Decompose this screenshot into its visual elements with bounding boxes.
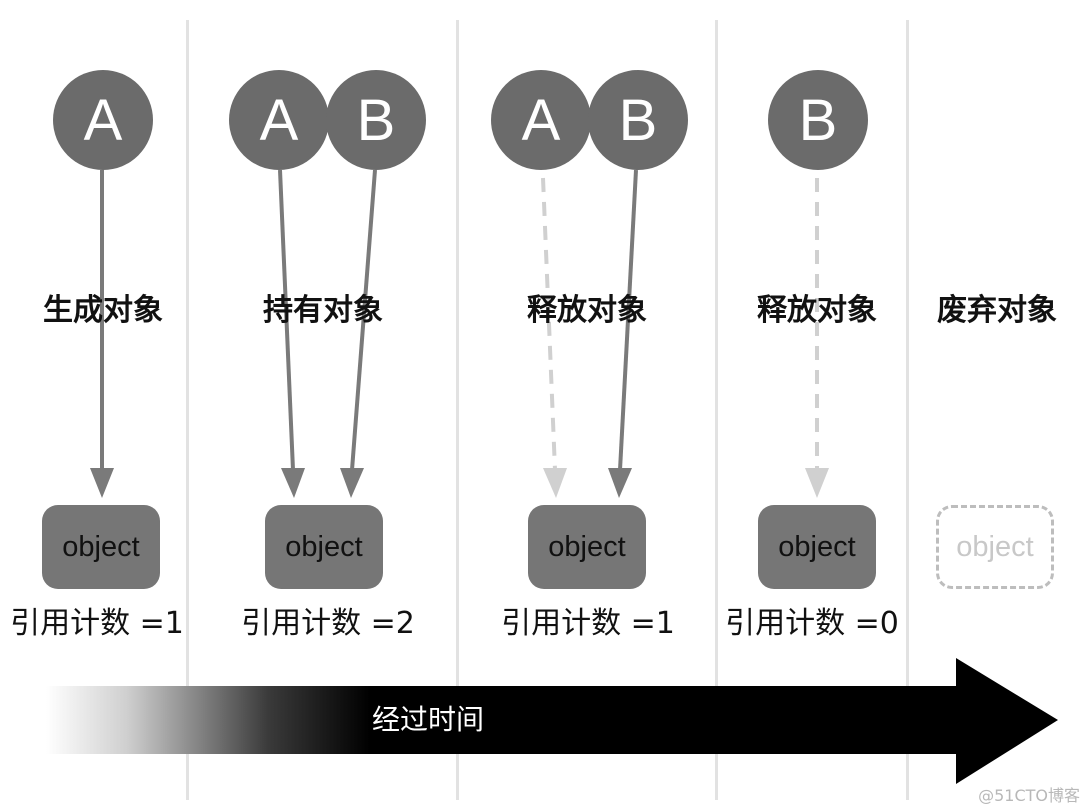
object-box: object	[265, 505, 383, 589]
stage-label-retain: 持有对象	[263, 293, 383, 328]
stage-divider-4	[906, 20, 909, 800]
stage-label-release: 释放对象	[527, 293, 647, 328]
stage-label-dealloc: 废弃对象	[937, 293, 1057, 328]
stage-label-create: 生成对象	[43, 293, 163, 328]
reference-node-b: B	[768, 70, 868, 170]
timeline-label: 经过时间	[372, 703, 485, 736]
reference-node-a: A	[229, 70, 329, 170]
watermark: @51CTO博客	[978, 786, 1080, 805]
reference-node-b: B	[326, 70, 426, 170]
timeline-arrow	[46, 658, 1058, 784]
object-box: object	[528, 505, 646, 589]
object-box: object	[758, 505, 876, 589]
reference-count: 引用计数 =1	[501, 606, 675, 641]
stage-divider-3	[715, 20, 718, 800]
stage-label-release: 释放对象	[757, 293, 877, 328]
object-box: object	[42, 505, 160, 589]
reference-node-a: A	[491, 70, 591, 170]
stage-divider-1	[186, 20, 189, 800]
reference-count: 引用计数 =1	[10, 606, 184, 641]
stage-divider-2	[456, 20, 459, 800]
reference-count: 引用计数 =2	[241, 606, 415, 641]
deallocated-object-box: object	[936, 505, 1054, 589]
reference-node-a: A	[53, 70, 153, 170]
reference-count: 引用计数 =0	[725, 606, 899, 641]
reference-node-b: B	[588, 70, 688, 170]
